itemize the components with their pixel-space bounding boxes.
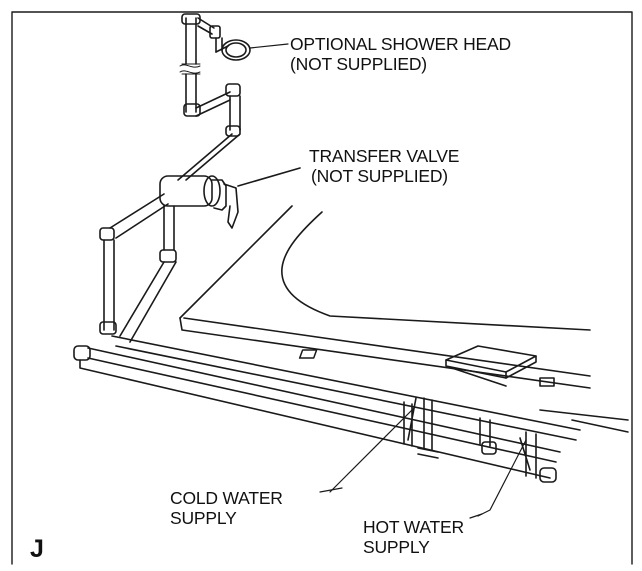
tub-deck-right	[571, 419, 629, 433]
transfer-valve	[159, 167, 301, 229]
tub-deck-top-edge	[183, 317, 591, 377]
transfer-valve-label-line2: (NOT SUPPLIED)	[311, 166, 448, 186]
hot-water-label-line1: HOT WATER	[363, 517, 464, 537]
hot-water-label-line2: SUPPLY	[363, 537, 430, 557]
tub-deck-front	[179, 317, 591, 389]
shower-head-label: OPTIONAL SHOWER HEAD (NOT SUPPLIED)	[290, 34, 511, 74]
cold-water-label: COLD WATER SUPPLY	[170, 488, 283, 528]
transfer-valve-label: TRANSFER VALVE (NOT SUPPLIED)	[309, 146, 459, 186]
tub-rim-outer	[281, 211, 591, 331]
shower-leader	[249, 43, 289, 49]
supply-manifold	[73, 335, 581, 483]
deck-control-panel	[298, 345, 555, 387]
figure-letter: J	[30, 535, 44, 563]
cold-water-label-line1: COLD WATER	[170, 488, 283, 508]
shower-riser	[177, 13, 251, 181]
hot-leader	[477, 439, 527, 517]
supply-drops	[403, 397, 537, 479]
cold-leader	[329, 407, 415, 493]
shower-head-label-line1: OPTIONAL SHOWER HEAD	[290, 34, 511, 54]
left-branch	[99, 193, 177, 343]
figure-border	[11, 11, 633, 565]
transfer-valve-label-line1: TRANSFER VALVE	[309, 146, 460, 166]
hot-water-label: HOT WATER SUPPLY	[363, 517, 464, 557]
shower-head-label-line2: (NOT SUPPLIED)	[290, 54, 427, 74]
tub-rim-inner	[179, 205, 293, 319]
cold-water-label-line2: SUPPLY	[170, 508, 237, 528]
